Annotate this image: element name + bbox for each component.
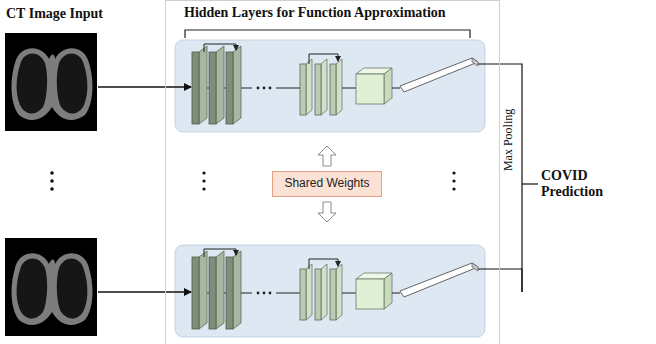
shared-weights-box: Shared Weights	[272, 171, 382, 197]
input-label: CT Image Input	[6, 6, 103, 22]
node-heading: Hidden Layers for Function Approximation	[166, 1, 499, 21]
pooling-label: Max Pooling	[502, 109, 516, 171]
hidden-layers-panel: Hidden Layers for Function Approximation…	[165, 0, 500, 344]
node-heading: Shared Weights	[283, 176, 371, 190]
output-label: COVID Prediction	[541, 168, 649, 200]
